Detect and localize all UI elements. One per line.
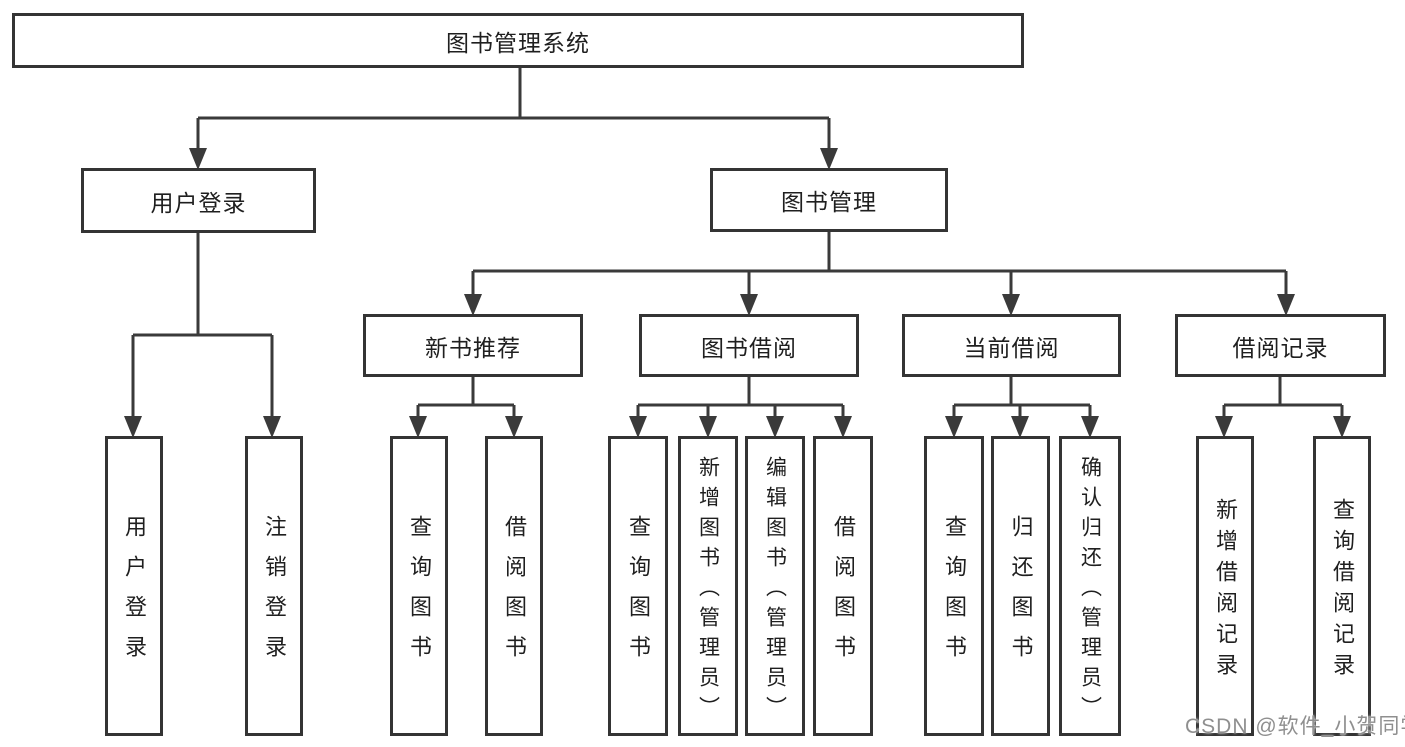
leaf-newrec-borrow-books-label: 借阅图书	[502, 515, 527, 675]
leaf-borrow-edit-books-admin-label: 编辑图书（管理员）	[763, 455, 787, 726]
node-book-borrow-label: 图书借阅	[701, 334, 797, 361]
connector-book-mgmt-children	[464, 232, 1295, 316]
leaf-current-query-books: 查询图书	[924, 436, 984, 736]
node-new-book-recommend: 新书推荐	[363, 314, 583, 377]
leaf-current-return-books-label: 归还图书	[1008, 515, 1034, 675]
connector-root-to-level2	[189, 68, 838, 170]
leaf-borrow-edit-books-admin: 编辑图书（管理员）	[745, 436, 805, 736]
node-current-borrow-label: 当前借阅	[963, 334, 1060, 361]
node-library-system-label: 图书管理系统	[446, 29, 590, 56]
leaf-current-confirm-return-admin: 确认归还（管理员）	[1059, 436, 1121, 736]
node-borrow-record: 借阅记录	[1175, 314, 1386, 377]
leaf-newrec-query-books: 查询图书	[390, 436, 448, 736]
connector-new-book-children	[409, 377, 523, 438]
leaf-logout: 注销登录	[245, 436, 303, 736]
connector-current-borrow-children	[945, 377, 1099, 438]
leaf-user-login-label: 用户登录	[122, 515, 147, 675]
leaf-borrow-add-books-admin-label: 新增图书（管理员）	[696, 455, 720, 726]
leaf-user-login: 用户登录	[105, 436, 163, 736]
leaf-current-confirm-return-admin-label: 确认归还（管理员）	[1078, 455, 1102, 726]
leaf-borrow-add-books-admin: 新增图书（管理员）	[678, 436, 738, 736]
leaf-record-add-borrow-record-label: 新增借阅记录	[1213, 497, 1238, 684]
node-library-system: 图书管理系统	[12, 13, 1024, 68]
leaf-record-query-borrow-record-label: 查询借阅记录	[1330, 497, 1355, 684]
leaf-current-return-books: 归还图书	[991, 436, 1050, 736]
leaf-borrow-query-books: 查询图书	[608, 436, 668, 736]
leaf-record-add-borrow-record: 新增借阅记录	[1196, 436, 1254, 736]
node-book-management-label: 图书管理	[781, 189, 877, 215]
leaf-borrow-borrow-books: 借阅图书	[813, 436, 873, 736]
node-new-book-recommend-label: 新书推荐	[425, 334, 521, 361]
watermark: CSDN @软件_小贺同学	[1185, 715, 1405, 738]
connector-borrow-record-children	[1215, 377, 1351, 438]
node-book-management: 图书管理	[710, 168, 948, 232]
leaf-record-query-borrow-record: 查询借阅记录	[1313, 436, 1371, 736]
node-book-borrow: 图书借阅	[639, 314, 859, 377]
leaf-borrow-query-books-label: 查询图书	[626, 515, 651, 675]
leaf-borrow-borrow-books-label: 借阅图书	[831, 515, 856, 675]
connector-user-login-children	[124, 233, 281, 438]
leaf-newrec-query-books-label: 查询图书	[407, 515, 432, 675]
node-user-login-label: 用户登录	[150, 189, 247, 216]
connector-book-borrow-children	[629, 377, 852, 438]
node-user-login: 用户登录	[81, 168, 316, 233]
leaf-newrec-borrow-books: 借阅图书	[485, 436, 543, 736]
node-current-borrow: 当前借阅	[902, 314, 1121, 377]
node-borrow-record-label: 借阅记录	[1232, 334, 1329, 361]
leaf-current-query-books-label: 查询图书	[942, 515, 967, 675]
leaf-logout-label: 注销登录	[262, 515, 287, 675]
